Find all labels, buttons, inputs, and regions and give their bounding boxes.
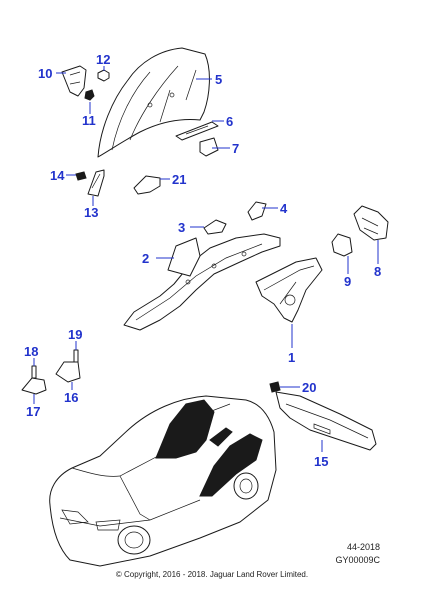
callout-15: 15 bbox=[314, 454, 328, 469]
callout-10: 10 bbox=[38, 66, 52, 81]
reference-year: 44-2018 bbox=[346, 542, 380, 552]
copyright-notice: © Copyright, 2016 - 2018. Jaguar Land Ro… bbox=[115, 570, 309, 579]
callout-labels: 1 2 3 4 5 6 7 8 9 10 11 12 13 14 15 16 1… bbox=[24, 52, 381, 469]
callout-5: 5 bbox=[215, 72, 222, 87]
callout-12: 12 bbox=[96, 52, 110, 67]
callout-4: 4 bbox=[280, 201, 288, 216]
part-13-bracket[interactable] bbox=[87, 169, 105, 197]
part-15-panel[interactable] bbox=[275, 391, 377, 451]
callout-11: 11 bbox=[82, 113, 96, 128]
callout-2: 2 bbox=[142, 251, 149, 266]
part-18-clip[interactable] bbox=[31, 365, 37, 379]
callout-16: 16 bbox=[64, 390, 78, 405]
callout-8: 8 bbox=[374, 264, 381, 279]
callout-19: 19 bbox=[68, 327, 82, 342]
part-21-bracket[interactable] bbox=[133, 175, 161, 195]
callout-6: 6 bbox=[226, 114, 233, 129]
callout-7: 7 bbox=[232, 141, 239, 156]
part-20-clip[interactable] bbox=[269, 381, 281, 393]
callout-20: 20 bbox=[302, 380, 316, 395]
part-9-bracket[interactable] bbox=[331, 233, 353, 257]
leader-lines bbox=[33, 66, 379, 452]
part-10-bracket[interactable] bbox=[61, 65, 87, 97]
reference-code: GY00009C bbox=[335, 555, 380, 565]
callout-1: 1 bbox=[288, 350, 295, 365]
part-17-bracket[interactable] bbox=[21, 377, 47, 395]
part-1-panel[interactable] bbox=[255, 257, 323, 323]
callout-3: 3 bbox=[178, 220, 185, 235]
callout-9: 9 bbox=[344, 274, 351, 289]
part-7-bracket[interactable] bbox=[199, 137, 219, 157]
part-3-bracket[interactable] bbox=[203, 219, 227, 235]
part-2-side-member[interactable] bbox=[123, 233, 281, 331]
callout-18: 18 bbox=[24, 344, 38, 359]
vehicle-outline bbox=[49, 395, 277, 567]
part-11-clip[interactable] bbox=[84, 89, 95, 101]
part-6-strip[interactable] bbox=[175, 121, 219, 141]
callout-17: 17 bbox=[26, 404, 40, 419]
part-8-bracket[interactable] bbox=[353, 205, 389, 241]
part-4-bracket[interactable] bbox=[247, 201, 267, 221]
part-14-screw[interactable] bbox=[75, 171, 87, 181]
callout-21: 21 bbox=[172, 172, 186, 187]
part-5-wheelhouse[interactable] bbox=[97, 47, 210, 158]
part-16-bracket[interactable] bbox=[55, 361, 81, 383]
callout-14: 14 bbox=[50, 168, 65, 183]
callout-13: 13 bbox=[84, 205, 98, 220]
part-12-nut[interactable] bbox=[97, 69, 110, 82]
